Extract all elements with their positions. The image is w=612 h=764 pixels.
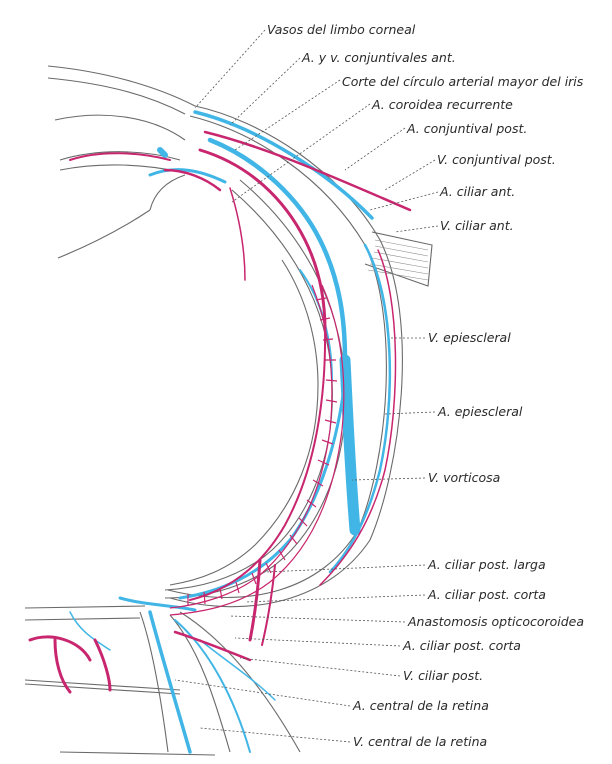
leader-v-central-retina bbox=[199, 727, 351, 743]
leader-a-cil-post-larga bbox=[264, 564, 426, 573]
label-a-coroidea-rec: A. coroidea recurrente bbox=[371, 97, 513, 112]
label-a-cil-post-corta-2: A. ciliar post. corta bbox=[402, 638, 521, 653]
leader-a-cil-post-corta-2 bbox=[234, 637, 401, 647]
leader-a-central-retina bbox=[174, 679, 351, 707]
eye-outline bbox=[24, 65, 433, 756]
label-a-v-conjuntivales: A. y v. conjuntivales ant. bbox=[301, 50, 456, 65]
label-v-epiescleral: V. epiescleral bbox=[428, 330, 511, 345]
label-v-central-retina: V. central de la retina bbox=[353, 734, 487, 749]
label-anastomosis: Anastomosis opticocoroidea bbox=[407, 614, 584, 629]
label-a-cil-post-corta-1: A. ciliar post. corta bbox=[427, 587, 546, 602]
leader-a-conj-post bbox=[344, 127, 406, 171]
leader-v-vorticosa bbox=[351, 477, 426, 481]
choroidal-plexus bbox=[169, 284, 345, 616]
leader-v-ciliar-ant bbox=[394, 225, 439, 233]
label-a-epiescleral: A. epiescleral bbox=[437, 404, 523, 419]
leader-a-epiescleral bbox=[384, 411, 436, 415]
label-v-ciliar-post: V. ciliar post. bbox=[403, 668, 483, 683]
leader-a-coroidea-rec bbox=[231, 103, 371, 203]
label-v-conj-post: V. conjuntival post. bbox=[437, 152, 556, 167]
leader-corte-circulo bbox=[234, 79, 341, 151]
leader-lines bbox=[174, 29, 439, 743]
label-a-central-retina: A. central de la retina bbox=[352, 698, 489, 713]
label-corte-circulo: Corte del círculo arterial mayor del iri… bbox=[342, 74, 584, 89]
leader-vasos-limbo bbox=[194, 29, 266, 109]
leader-a-v-conjuntivales bbox=[229, 57, 301, 126]
label-a-conj-post: A. conjuntival post. bbox=[406, 121, 527, 136]
leader-anastomosis bbox=[229, 615, 406, 623]
leader-v-conj-post bbox=[384, 159, 436, 191]
label-a-cil-post-larga: A. ciliar post. larga bbox=[427, 557, 546, 572]
label-v-ciliar-ant: V. ciliar ant. bbox=[440, 218, 514, 233]
label-vasos-limbo: Vasos del limbo corneal bbox=[267, 22, 416, 37]
labels: Vasos del limbo corneal A. y v. conjunti… bbox=[267, 22, 584, 749]
label-a-ciliar-ant: A. ciliar ant. bbox=[439, 184, 515, 199]
leader-v-ciliar-post bbox=[239, 657, 401, 677]
veins bbox=[69, 110, 392, 754]
label-v-vorticosa: V. vorticosa bbox=[428, 470, 500, 485]
